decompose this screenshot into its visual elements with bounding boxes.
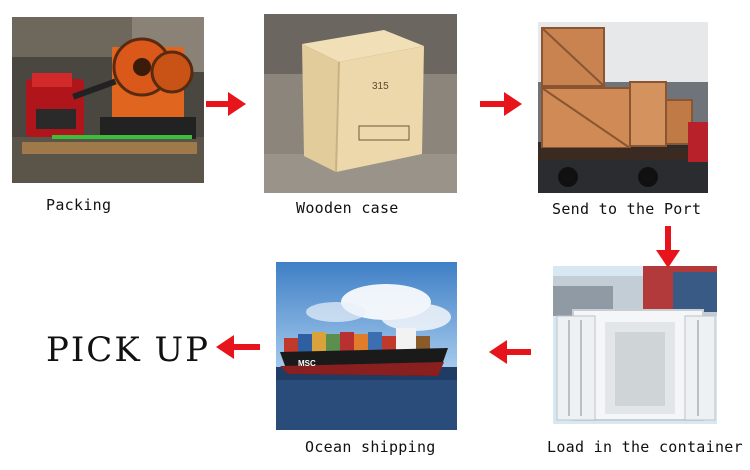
container-photo <box>553 266 717 424</box>
arrow-left-icon <box>216 333 260 361</box>
arrow-left-icon <box>489 338 531 366</box>
hull-marking: MSC <box>298 359 316 368</box>
truck-crates-photo <box>538 22 708 193</box>
wooden-case-photo: 315 <box>264 14 457 193</box>
caption-wooden-case: Wooden case <box>296 199 399 217</box>
caption-ocean-shipping: Ocean shipping <box>305 438 436 456</box>
arrow-right-icon <box>480 90 522 118</box>
cargo-ship-photo: MSC <box>276 262 457 430</box>
crate-marking: 315 <box>372 81 389 92</box>
caption-load-container: Load in the container <box>547 438 743 456</box>
arrow-right-icon <box>206 90 246 118</box>
caption-send-to-port: Send to the Port <box>552 200 701 218</box>
caption-packing: Packing <box>46 196 111 214</box>
packing-photo <box>12 17 204 183</box>
pick-up-label: PICK UP <box>46 330 210 370</box>
arrow-down-icon <box>654 226 682 268</box>
